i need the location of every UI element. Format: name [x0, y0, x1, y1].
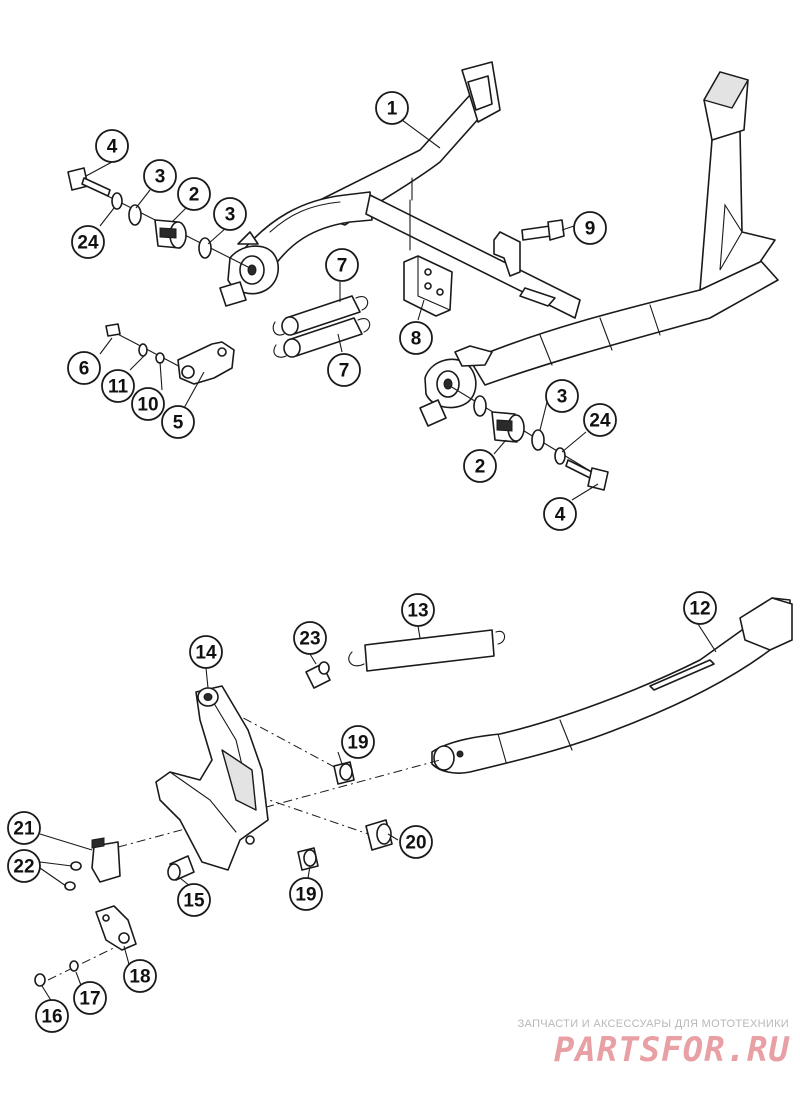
callout-18: 18 — [123, 959, 157, 993]
callout-20: 20 — [399, 825, 433, 859]
bolt-9 — [521, 219, 565, 241]
callout-3: 3 — [213, 197, 247, 231]
callout-22: 22 — [7, 849, 41, 883]
callout-label: 3 — [557, 387, 568, 408]
callout-label: 23 — [299, 629, 320, 650]
callout-19: 19 — [341, 725, 375, 759]
springs-7 — [272, 295, 371, 358]
callout-16: 16 — [35, 999, 69, 1033]
callout-label: 3 — [155, 167, 166, 188]
spring-13 — [348, 629, 506, 672]
callout-label: 8 — [411, 329, 422, 350]
callout-3: 3 — [545, 379, 579, 413]
callout-label: 19 — [295, 885, 316, 906]
callout-label: 13 — [407, 601, 428, 622]
callout-1: 1 — [375, 91, 409, 125]
center-stand-frame — [219, 61, 779, 427]
callout-label: 6 — [79, 359, 90, 380]
side-stand-bracket-14 — [47, 685, 441, 981]
callout-24: 24 — [71, 225, 105, 259]
side-stand-leg-12 — [431, 597, 793, 774]
callout-label: 10 — [137, 395, 158, 416]
callout-7: 7 — [325, 248, 359, 282]
callout-15: 15 — [177, 883, 211, 917]
callout-label: 2 — [475, 457, 486, 478]
rubber-stop-23 — [305, 661, 331, 689]
callout-label: 11 — [108, 377, 129, 398]
callout-8: 8 — [399, 321, 433, 355]
right-pivot-hardware — [449, 385, 609, 491]
callout-3: 3 — [143, 159, 177, 193]
callout-label: 16 — [41, 1007, 62, 1028]
callout-label: 24 — [589, 411, 611, 432]
callout-label: 3 — [225, 205, 236, 226]
callout-leaders — [39, 119, 717, 1003]
callout-24: 24 — [583, 403, 617, 437]
callout-12: 12 — [683, 591, 717, 625]
left-pivot-hardware — [67, 167, 251, 269]
callout-10: 10 — [131, 387, 165, 421]
callout-23: 23 — [293, 621, 327, 655]
sensor-21 — [64, 837, 121, 891]
callout-19: 19 — [289, 877, 323, 911]
watermark-tagline: ЗАПЧАСТИ И АКСЕССУАРЫ ДЛЯ МОТОТЕХНИКИ — [517, 1018, 789, 1030]
callout-9: 9 — [573, 211, 607, 245]
callout-7: 7 — [327, 353, 361, 387]
bracket-5-assembly — [105, 323, 235, 385]
callout-21: 21 — [7, 811, 41, 845]
callout-2: 2 — [177, 177, 211, 211]
pin-15 — [167, 855, 195, 881]
callout-label: 21 — [13, 819, 35, 840]
plate-18-hardware — [34, 905, 137, 987]
callout-label: 20 — [405, 833, 426, 854]
watermark-logo: PARTSFOR.RU — [553, 1030, 790, 1070]
callout-6: 6 — [67, 351, 101, 385]
callout-label: 4 — [107, 137, 118, 158]
callout-17: 17 — [73, 981, 107, 1015]
callout-label: 9 — [585, 219, 596, 240]
callout-4: 4 — [543, 497, 577, 531]
callout-label: 14 — [195, 643, 217, 664]
callout-4: 4 — [95, 129, 129, 163]
callout-label: 12 — [689, 599, 710, 620]
callout-13: 13 — [401, 593, 435, 627]
callout-label: 15 — [183, 891, 205, 912]
callout-label: 5 — [173, 413, 184, 434]
callout-label: 22 — [13, 857, 34, 878]
callout-5: 5 — [161, 405, 195, 439]
bracket-8 — [403, 255, 453, 317]
bolts-19-20 — [297, 761, 393, 871]
callout-label: 24 — [77, 233, 99, 254]
callout-14: 14 — [189, 635, 223, 669]
callout-2: 2 — [463, 449, 497, 483]
callout-label: 2 — [189, 185, 200, 206]
callout-label: 1 — [387, 99, 398, 120]
callout-label: 17 — [79, 989, 100, 1010]
callout-label: 19 — [347, 733, 368, 754]
callout-label: 18 — [129, 967, 150, 988]
callout-label: 7 — [337, 256, 348, 277]
callout-label: 7 — [339, 361, 350, 382]
callout-label: 4 — [555, 505, 566, 526]
callout-11: 11 — [101, 369, 135, 403]
